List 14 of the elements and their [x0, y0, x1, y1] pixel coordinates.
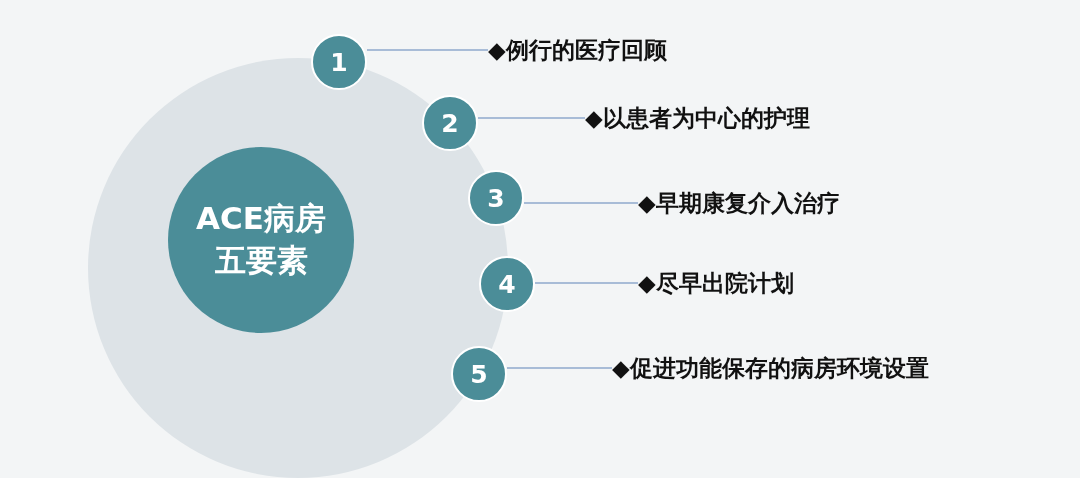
connector-line [523, 202, 639, 204]
number-circle: 4 [479, 256, 535, 312]
center-circle: ACE病房五要素 [168, 147, 354, 333]
number-circle: 1 [311, 34, 367, 90]
connector-line [366, 49, 489, 51]
number-circle: 3 [468, 170, 524, 226]
item-label: ◆例行的医疗回顾 [488, 30, 667, 70]
connector-line [506, 367, 613, 369]
connector-line [477, 117, 586, 119]
item-label: ◆促进功能保存的病房环境设置 [612, 348, 929, 388]
item-label: ◆以患者为中心的护理 [585, 98, 810, 138]
connector-line [534, 282, 639, 284]
item-label: ◆早期康复介入治疗 [638, 183, 840, 223]
item-label: ◆尽早出院计划 [638, 263, 794, 303]
